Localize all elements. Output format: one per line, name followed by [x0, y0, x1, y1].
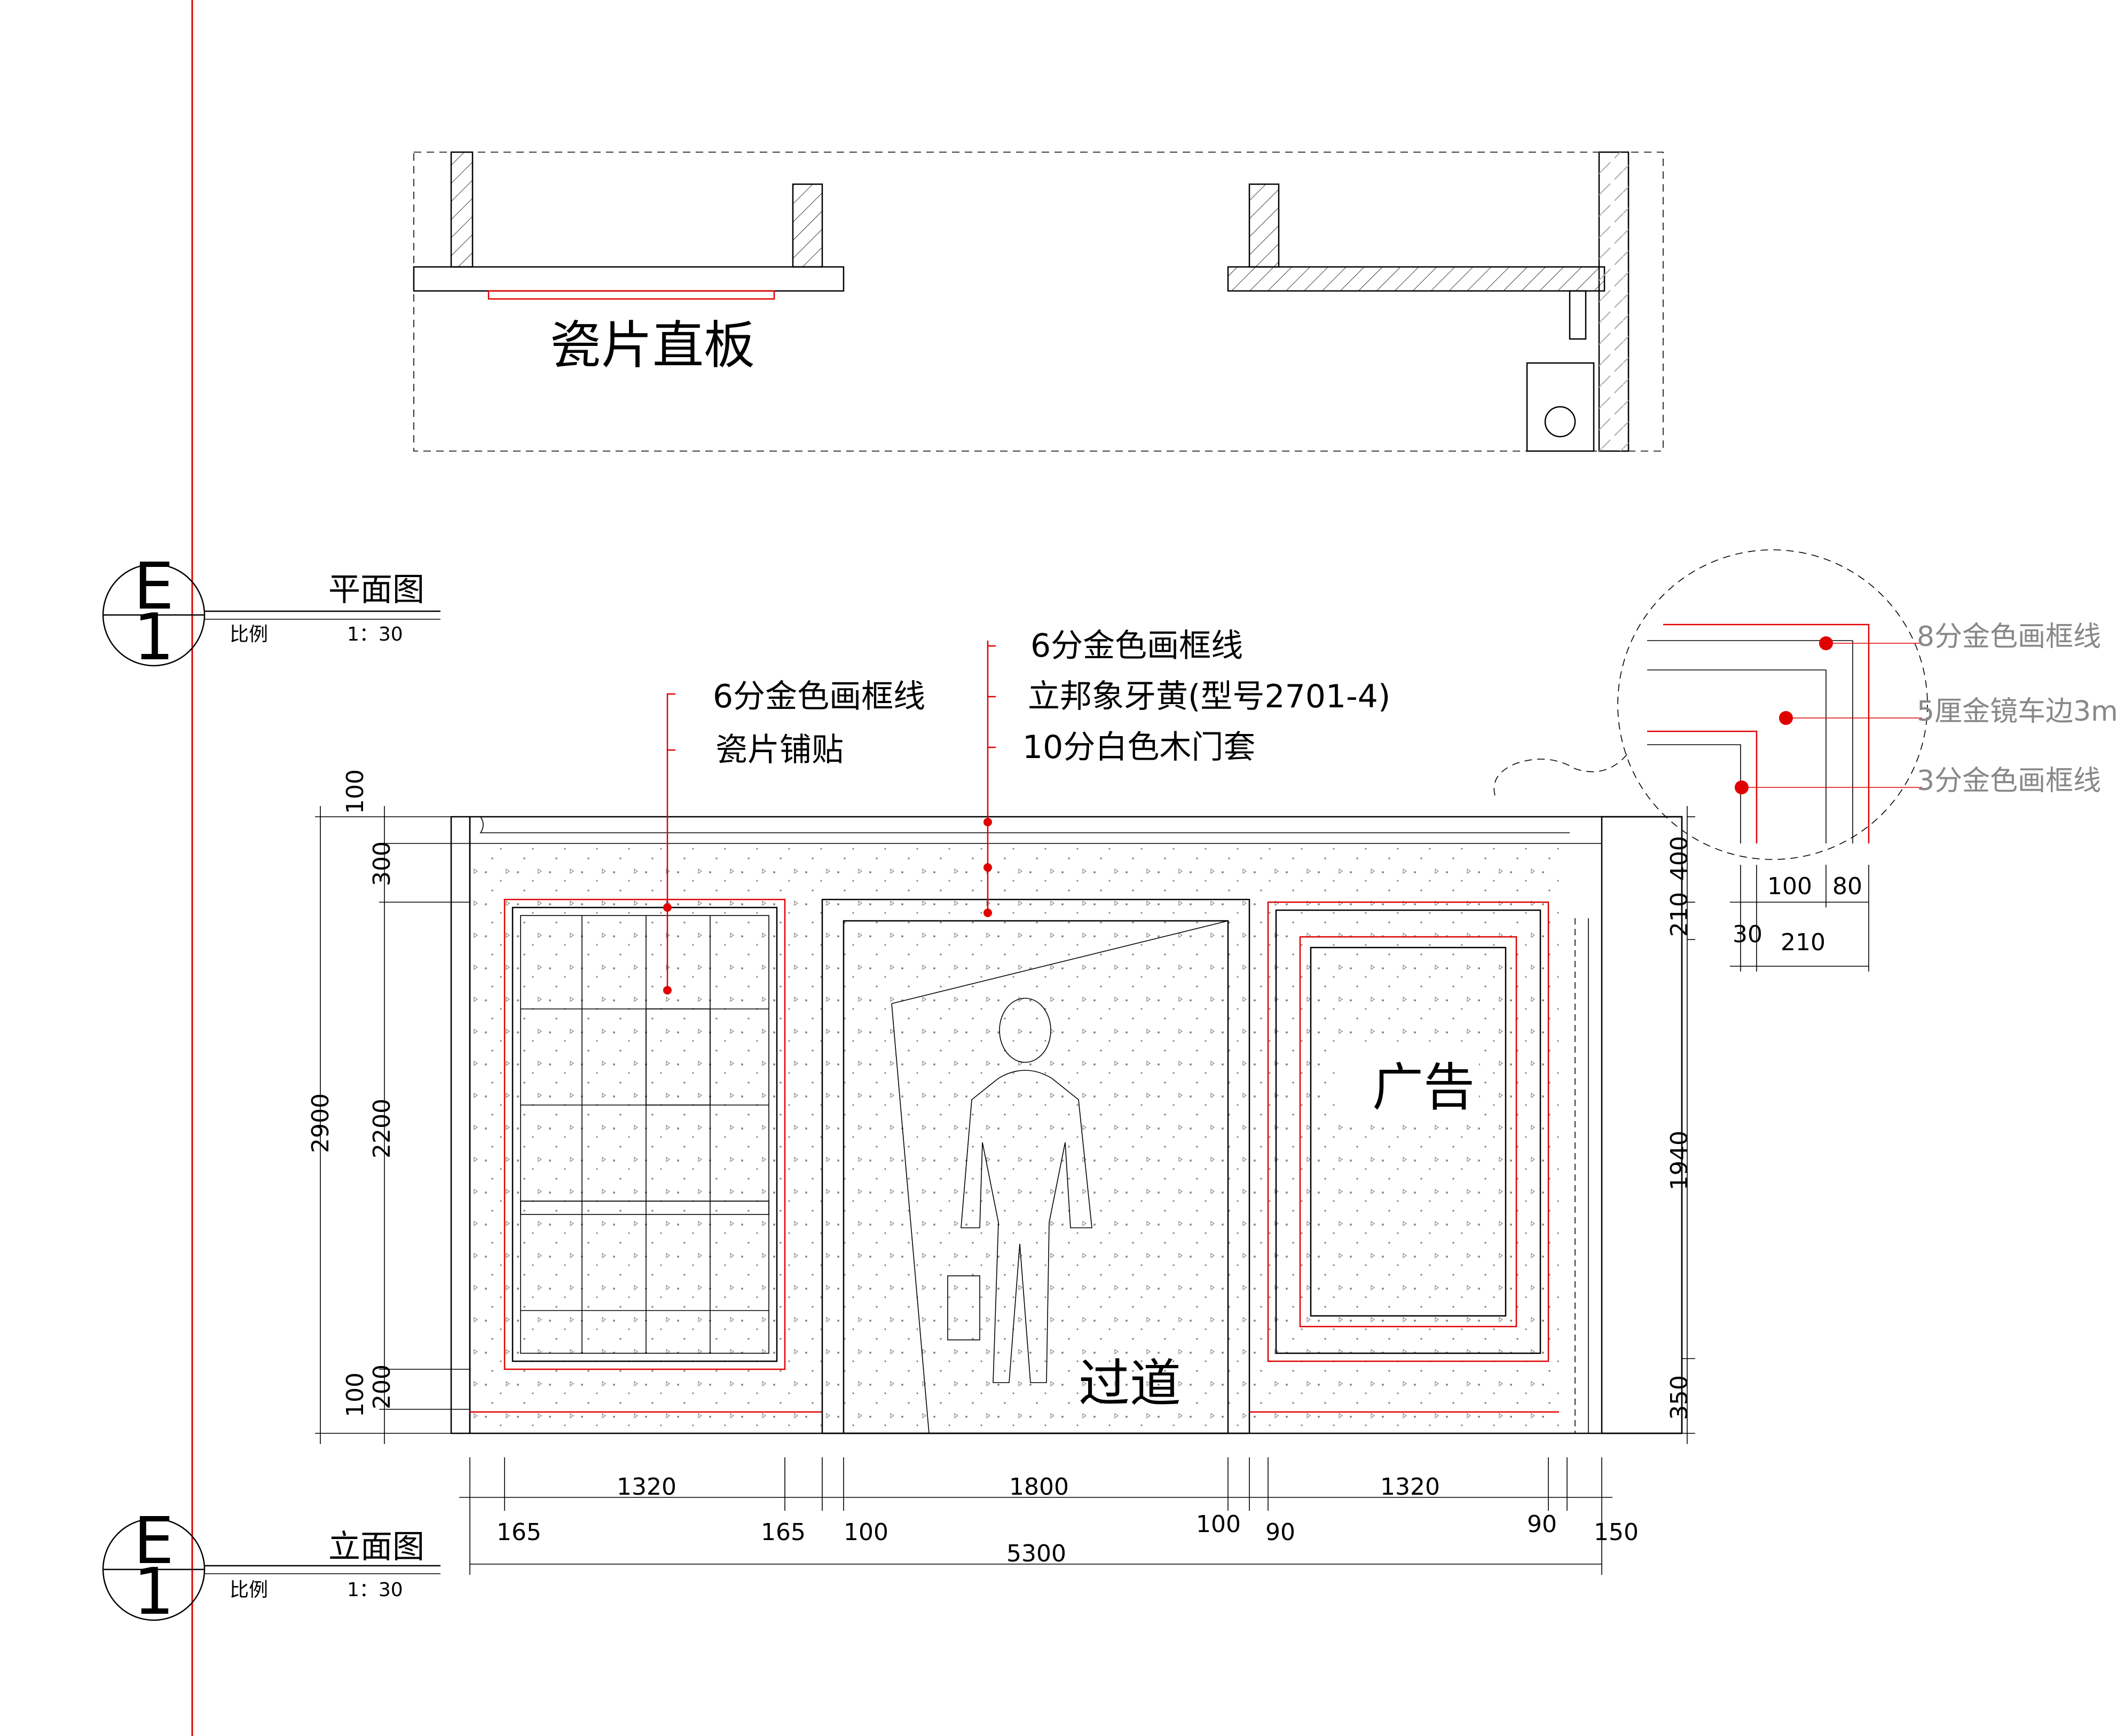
callout-left-1: 6分金色画框线 — [713, 678, 925, 715]
elevation-title-letter: E — [133, 1504, 174, 1579]
dims-right: 400 210 1940 350 — [1666, 806, 1695, 1444]
dim-bottom-1320-right: 1320 — [1380, 1473, 1440, 1501]
plan-fixture-circle — [1544, 406, 1576, 438]
detail-dim-210: 210 — [1781, 929, 1825, 956]
dim-left-2200: 2200 — [368, 1099, 396, 1158]
dim-bottom-total: 5300 — [1006, 1540, 1066, 1567]
ad-panel — [1310, 946, 1507, 1317]
detail-dim-80: 80 — [1832, 873, 1862, 900]
tile-feature — [646, 1008, 711, 1106]
dim-bottom-165-left: 165 — [497, 1519, 541, 1546]
elevation-title-block: E 1 立面图 比例 1：30 — [102, 1504, 440, 1629]
dims-left: 100 300 2900 2200 200 100 — [307, 769, 470, 1444]
plan-title-block: E 1 平面图 比例 1：30 — [102, 550, 440, 675]
plan-fixture — [1526, 362, 1595, 452]
tile-frame — [511, 906, 778, 1362]
callout-left-2: 瓷片铺贴 — [715, 731, 844, 769]
detail-dim-30: 30 — [1733, 921, 1762, 948]
dim-bottom-100-right: 100 — [1196, 1511, 1241, 1538]
dim-bottom-150: 150 — [1594, 1519, 1639, 1546]
plan-title-letter: E — [133, 550, 174, 624]
ad-frame-outer — [1267, 901, 1549, 1362]
plan-column-1-hatch — [451, 152, 473, 267]
detail-label-3: 3分金色画框线 — [1917, 765, 2101, 797]
person-figure — [947, 998, 1092, 1383]
dim-left-2900: 2900 — [307, 1093, 334, 1153]
tile-panel-outline — [487, 290, 775, 300]
dim-bottom-100-left: 100 — [844, 1519, 888, 1546]
dim-left-100-top: 100 — [342, 769, 369, 814]
dim-right-1940: 1940 — [1666, 1131, 1693, 1190]
callout-left: 6分金色画框线 瓷片铺贴 — [663, 678, 925, 995]
ad-label: 广告 — [1372, 1058, 1475, 1117]
plan-boundary — [413, 152, 1664, 452]
tile-frame-outer — [503, 898, 786, 1370]
plan-wall-right-hatch — [1228, 267, 1604, 291]
dim-right-400: 400 — [1666, 836, 1693, 881]
plan-column-2-hatch — [793, 184, 822, 267]
callout-center: 6分金色画框线 立邦象牙黄(型号2701-4) 10分白色木门套 — [983, 627, 1390, 917]
plan-column-3-hatch — [1249, 184, 1279, 267]
elevation-view: 过道 广告 6分金色画框线 瓷片铺贴 6分金色画框线 立邦象牙黄(型号2701-… — [450, 627, 1683, 1434]
wall-texture — [470, 843, 1559, 1433]
detail-label-1: 8分金色画框线 — [1917, 621, 2101, 653]
plan-title-number: 1 — [133, 601, 174, 675]
plan-title-name: 平面图 — [328, 571, 424, 609]
detail-dim-100: 100 — [1767, 873, 1812, 900]
dims-bottom: 1320 1800 1320 165 165 100 100 90 90 150… — [459, 1457, 1639, 1575]
dim-bottom-1320-left: 1320 — [617, 1473, 676, 1501]
callout-center-3: 10分白色木门套 — [1022, 729, 1255, 766]
plan-wall-left — [413, 266, 845, 292]
plan-scale-value: 1：30 — [347, 624, 403, 645]
dim-bottom-90-right: 90 — [1527, 1511, 1557, 1538]
dim-left-200: 200 — [368, 1364, 396, 1409]
elevation-title-number: 1 — [133, 1555, 174, 1629]
passage-label: 过道 — [1079, 1354, 1181, 1414]
door-opening — [843, 920, 1229, 1434]
dim-right-350: 350 — [1666, 1375, 1693, 1420]
dim-bottom-90-left: 90 — [1265, 1519, 1295, 1546]
detail-label-2: 5厘金镜车边3m — [1917, 696, 2118, 728]
plan-panel-label: 瓷片直板 — [550, 315, 755, 375]
plan-wall-side-hatch — [1599, 152, 1628, 451]
tile-band — [520, 1201, 769, 1215]
plan-view: 瓷片直板 — [413, 151, 1664, 452]
plan-bracket — [1569, 290, 1587, 340]
dim-left-300: 300 — [368, 841, 396, 886]
dim-right-210: 210 — [1666, 892, 1693, 937]
dim-bottom-165-mid: 165 — [761, 1519, 806, 1546]
elevation-title-name: 立面图 — [328, 1528, 424, 1566]
right-wall-section — [1601, 816, 1683, 1434]
dim-left-100-bottom: 100 — [342, 1372, 369, 1417]
dim-bottom-1800: 1800 — [1009, 1473, 1069, 1501]
elevation-scale-value: 1：30 — [347, 1579, 403, 1601]
callout-center-2: 立邦象牙黄(型号2701-4) — [1028, 678, 1390, 715]
left-wall — [450, 816, 471, 1434]
ad-frame — [1275, 909, 1541, 1354]
plan-scale-label: 比例 — [230, 624, 268, 645]
callout-center-1: 6分金色画框线 — [1030, 627, 1243, 665]
elevation-scale-label: 比例 — [230, 1579, 268, 1601]
detail-bubble: 8分金色画框线 5厘金镜车边3m 3分金色画框线 100 80 30 210 — [1617, 549, 2118, 972]
